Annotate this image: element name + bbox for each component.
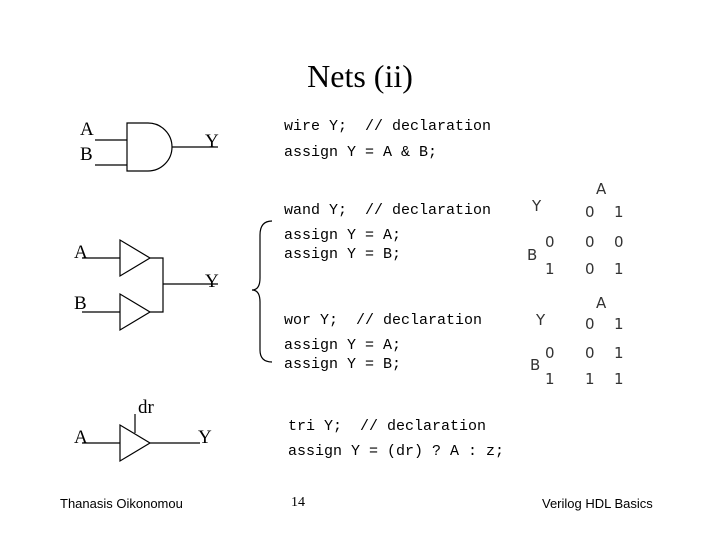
tt-wand-row-header-1: 1	[545, 260, 555, 278]
tri-buffer-body	[119, 423, 152, 463]
tt-wor-col-header-0: 0	[585, 315, 595, 333]
code-tri-line-1: tri Y; // declaration	[288, 418, 487, 435]
tt-wand-output-label: Y	[532, 197, 542, 215]
grouping-brace	[251, 220, 273, 363]
and-output-label: Y	[205, 131, 219, 152]
wired-input-b-label: B	[74, 293, 87, 314]
tt-wand-col-header-1: 1	[614, 203, 624, 221]
tri-buffer-symbol	[82, 414, 200, 463]
slide-title: Nets (ii)	[307, 58, 413, 94]
tt-wor-cell-0-0: 0	[585, 344, 595, 362]
tt-wor-cell-1-0: 1	[585, 370, 595, 388]
and-input-b-label: B	[80, 144, 93, 165]
tt-wand-cell-0-0: 0	[585, 233, 595, 251]
buffer-a-body	[119, 238, 152, 278]
tt-wand-cell-1-0: 0	[585, 260, 595, 278]
tt-wand-row-header-0: 0	[545, 233, 555, 251]
footer-author: Thanasis Oikonomou	[60, 496, 183, 511]
tri-input-label: A	[74, 427, 88, 448]
tt-wor-cell-1-1: 1	[614, 370, 624, 388]
code-wire-line-2: assign Y = A & B;	[284, 144, 438, 161]
tt-wor-col-label: A	[596, 294, 607, 312]
footer-course: Verilog HDL Basics	[542, 496, 653, 511]
tt-wand-col-header-0: 0	[585, 203, 595, 221]
code-wand-line-3: assign Y = B;	[284, 246, 402, 263]
wired-buffers-symbol	[82, 238, 218, 332]
tt-wor-output-label: Y	[536, 311, 546, 329]
code-wire-line-1: wire Y; // declaration	[284, 118, 492, 135]
code-wor-line-2: assign Y = A;	[284, 337, 402, 354]
tt-wor-col-header-1: 1	[614, 315, 624, 333]
tt-wor-row-header-1: 1	[545, 370, 555, 388]
code-wor-line-1: wor Y; // declaration	[284, 312, 483, 329]
code-wor-line-3: assign Y = B;	[284, 356, 402, 373]
tri-output-label: Y	[198, 427, 212, 448]
tt-wand-col-label: A	[596, 180, 607, 198]
wired-output-net	[150, 257, 164, 313]
wired-output-label: Y	[205, 271, 219, 292]
and-gate-body	[126, 122, 173, 172]
tt-wand-cell-0-1: 0	[614, 233, 624, 251]
and-gate-symbol	[95, 122, 218, 172]
tt-wand-row-label: B	[527, 246, 538, 264]
tt-wor-cell-0-1: 1	[614, 344, 624, 362]
code-wand-line-1: wand Y; // declaration	[284, 202, 492, 219]
buffer-b-body	[119, 292, 152, 332]
tri-control-label: dr	[138, 397, 154, 418]
and-input-a-label: A	[80, 119, 94, 140]
code-tri-line-2: assign Y = (dr) ? A : z;	[288, 443, 505, 460]
tt-wor-row-header-0: 0	[545, 344, 555, 362]
page-number: 14	[291, 495, 305, 510]
tt-wor-row-label: B	[530, 356, 541, 374]
wired-input-a-label: A	[74, 242, 88, 263]
code-wand-line-2: assign Y = A;	[284, 227, 402, 244]
tt-wand-cell-1-1: 1	[614, 260, 624, 278]
